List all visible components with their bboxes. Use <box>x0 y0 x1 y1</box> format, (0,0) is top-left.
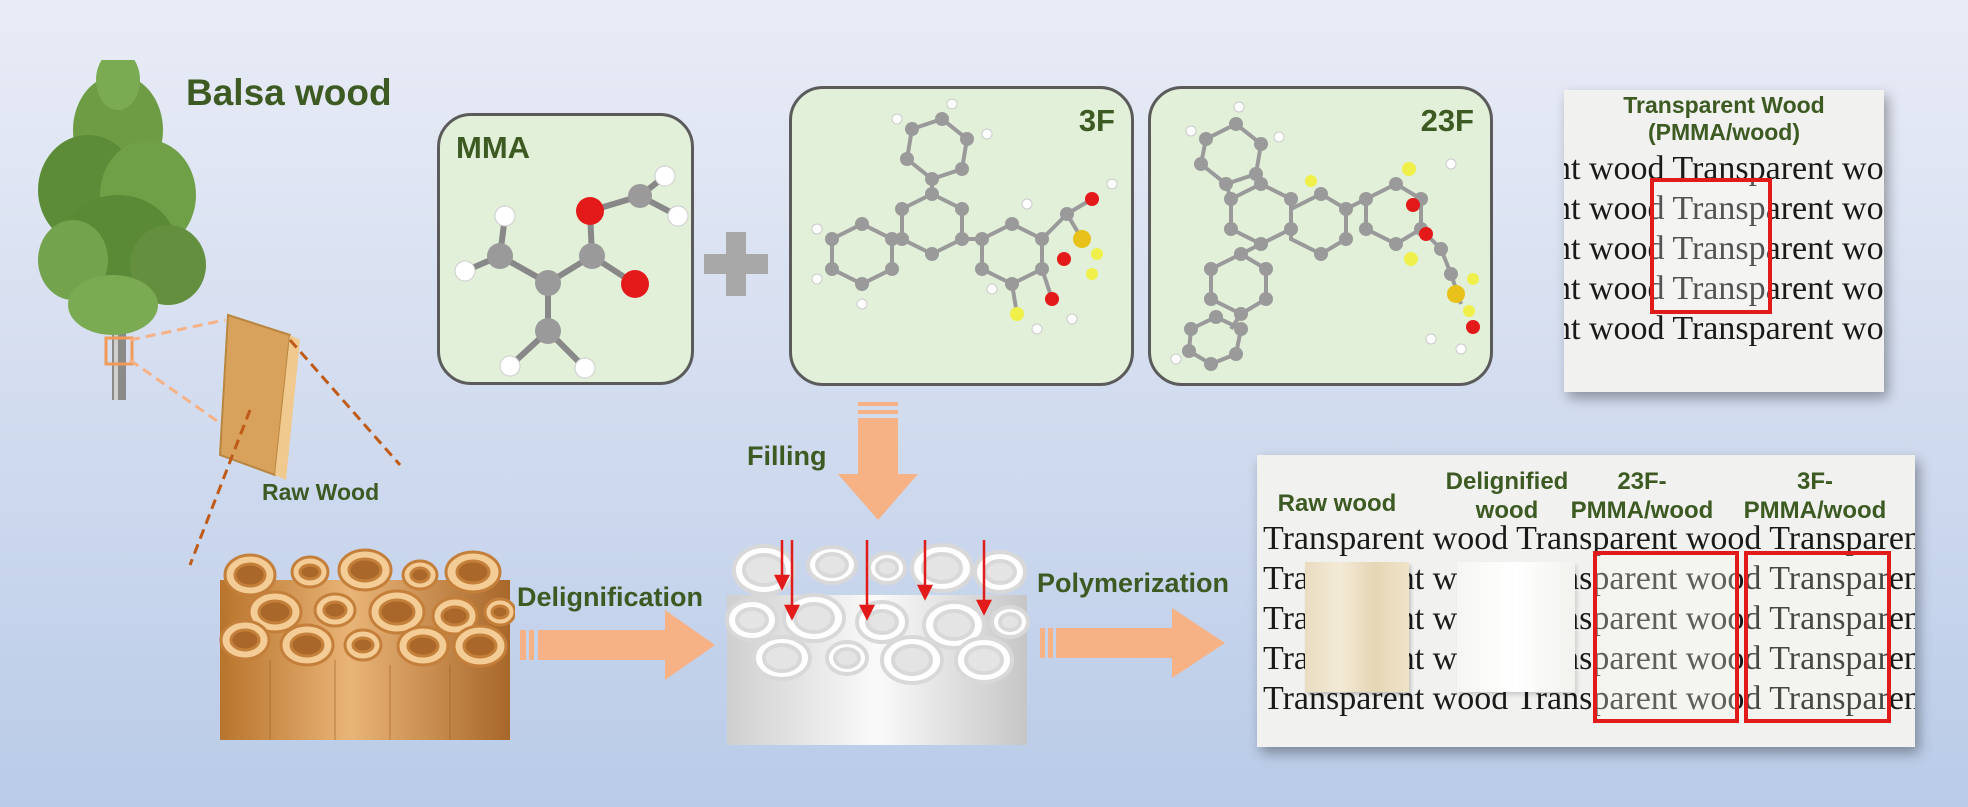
polymerization-arrow <box>1040 608 1225 678</box>
col-head-3f-line1: 3F- <box>1797 468 1833 495</box>
transparent-wood-title-line2: (PMMA/wood) <box>1647 119 1800 145</box>
filling-red-arrows <box>773 540 993 621</box>
transparent-wood-title-line1: Transparent Wood <box>1623 92 1825 118</box>
photo-text-line: Transparent wood Transparent wood Transp… <box>1263 520 1915 557</box>
plus-icon <box>704 232 768 296</box>
mma-molecule-panel: MMA <box>437 113 694 385</box>
photo-text-line: nt wood Transparent wo <box>1564 270 1884 307</box>
col-head-delignified-line2: wood <box>1475 497 1539 524</box>
balsa-wood-title: Balsa wood <box>186 72 392 113</box>
delignified-cell-structure <box>725 540 1030 745</box>
trunk-sample-marker <box>104 336 134 366</box>
mma-molecule-model <box>454 165 689 379</box>
transparent-wood-title: Transparent Wood (PMMA/wood) <box>1564 92 1884 146</box>
raw-wood-label: Raw Wood <box>262 479 380 505</box>
delignification-arrow <box>520 610 715 680</box>
23f-sample-highlight <box>1593 551 1739 723</box>
sample-comparison-photo: Raw wood Delignified wood 23F- PMMA/wood… <box>1257 455 1915 747</box>
23f-molecule-panel: 23F <box>1148 86 1493 386</box>
transparent-wood-photo: Transparent Wood (PMMA/wood) nt wood Tra… <box>1564 90 1884 392</box>
delignification-label: Delignification <box>517 582 704 612</box>
photo-text-line: nt wood Transparent wo <box>1564 310 1884 347</box>
col-head-23f-line2: PMMA/wood <box>1570 497 1714 524</box>
col-head-3f-pmma-wood: 3F- PMMA/wood <box>1735 467 1895 525</box>
3f-molecule-model <box>811 98 1118 335</box>
col-head-23f-line1: 23F- <box>1617 468 1667 495</box>
polymerization-label: Polymerization <box>1037 568 1230 598</box>
photo-text-line: nt wood Transparent wo <box>1564 190 1884 227</box>
3f-molecule-panel: 3F <box>789 86 1134 386</box>
col-head-3f-line2: PMMA/wood <box>1743 497 1887 524</box>
col-head-delignified-wood: Delignified wood <box>1427 467 1587 525</box>
23f-molecule-model <box>1170 101 1480 371</box>
filling-arrow <box>838 402 918 520</box>
col-head-delignified-line1: Delignified <box>1445 468 1569 495</box>
mma-label: MMA <box>456 130 531 165</box>
col-head-23f-pmma-wood: 23F- PMMA/wood <box>1567 467 1717 525</box>
3f-label: 3F <box>1078 103 1115 138</box>
tree-foliage <box>38 60 206 335</box>
transparent-sample-highlight <box>1650 178 1772 314</box>
raw-wood-slab <box>129 313 402 566</box>
balsa-tree-illustration <box>38 60 206 400</box>
filling-label: Filling <box>747 441 827 471</box>
raw-wood-cell-structure <box>219 548 515 740</box>
photo-text-line: nt wood Transparent wo <box>1564 230 1884 267</box>
col-head-raw-wood: Raw wood <box>1277 490 1397 517</box>
23f-label: 23F <box>1420 103 1474 138</box>
raw-wood-sample <box>1305 562 1409 692</box>
3f-sample-highlight <box>1744 551 1891 723</box>
delignified-wood-sample <box>1457 562 1575 692</box>
